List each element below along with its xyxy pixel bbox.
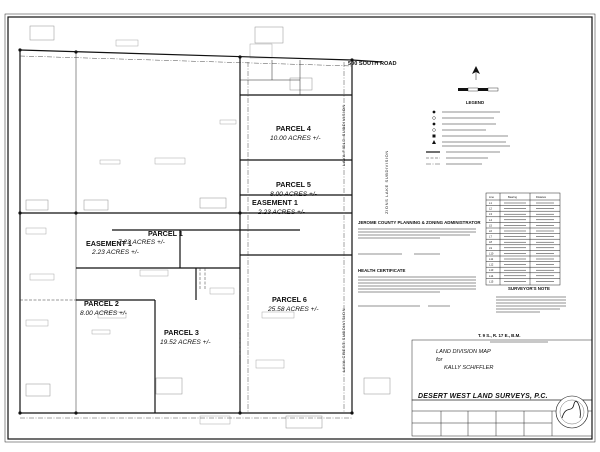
table-row-line-id: L1 [489,201,492,205]
parcel-3-acres: 19.52 ACRES +/- [160,339,211,346]
road-label-right: LAVA CREST SUBDIVISION [341,308,346,372]
company-name: DESERT WEST LAND SURVEYS, P.C. [418,393,548,400]
road-label-left: LAVA FIELD SUBDIVISION [341,104,346,166]
table-row-line-id: L14 [489,274,494,278]
parcel-lines [20,52,352,413]
jerome-text-block [358,228,476,255]
table-row-line-id: L6 [489,229,492,233]
parcel-5-acres: 8.00 ACRES +/- [270,191,318,198]
table-header-line: Line [489,195,494,199]
survey-annotations [25,25,391,429]
parcel-6-name: PARCEL 6 [272,295,307,304]
parcel-2-acres: 8.00 ACRES +/- [80,310,128,317]
sheet-border [4,13,596,443]
table-row-line-id: L7 [489,235,492,239]
parcel-5-name: PARCEL 5 [276,180,311,189]
surveyor-heading: SURVEYOR'S NOTE [508,286,550,291]
easement-1-name: EASEMENT 1 [252,198,298,207]
title-block [411,339,593,437]
corner-markers [18,48,354,415]
surveyor-seal-icon [555,395,589,429]
parcel-1-name: PARCEL 1 [148,229,183,238]
easement-1b-acres: 2.23 ACRES +/- [91,249,140,256]
table-row-line-id: L3 [489,212,492,216]
road-label-mid: ZIONS LAKE SUBDIVISION [384,150,389,214]
title-line-2: for [436,357,444,363]
legend-title: LEGEND [466,100,484,105]
table-row-line-id: L15 [489,279,494,283]
table-header-bearing: Bearing [508,195,517,199]
table-row-line-id: L9 [489,246,492,250]
parcel-4-name: PARCEL 4 [276,124,311,133]
jerome-heading: JEROME COUNTY PLANNING & ZONING ADMINIST… [358,220,481,225]
parcel-1-acres: 7.23 ACRES +/- [118,239,166,246]
table-row-line-id: L13 [489,268,494,272]
easement-1b-name: EASEMENT 1 [86,239,132,248]
road-name: 500 SOUTH ROAD [348,61,397,67]
survey-boundary [19,49,383,414]
parcel-4-acres: 10.00 ACRES +/- [270,135,321,142]
table-row-line-id: L2 [489,207,492,211]
table-row-line-id: L10 [489,251,494,255]
table-row-line-id: L11 [489,257,494,261]
township-label: T. 9 S., R. 17 E., B.M. [478,333,520,338]
title-line-1: LAND DIVISION MAP [436,349,491,355]
line-table: Line Bearing Distance L1L2L3L4L5L6L7L8L9… [485,192,561,286]
north-arrow-icon [472,66,480,80]
health-text-block [358,276,476,307]
table-row-line-id: L12 [489,263,494,267]
parcel-3-name: PARCEL 3 [164,328,199,337]
parcel-2-name: PARCEL 2 [84,299,119,308]
table-row-line-id: L4 [489,218,492,222]
legend-items [426,110,510,165]
parcel-6-acres: 25.58 ACRES +/- [267,306,319,313]
road-lines [19,55,353,419]
easement-1-acres: 2.23 ACRES +/- [257,209,306,216]
table-row-line-id: L8 [489,240,492,244]
scale-bar [458,87,499,92]
title-line-3: KALLY SCHIFFLER [444,365,493,371]
table-row-line-id: L5 [489,223,492,227]
surveyor-text-block [496,296,566,313]
table-header-distance: Distance [536,195,547,199]
health-heading: HEALTH CERTIFICATE [358,268,405,273]
sheet-inner-border [7,16,593,440]
